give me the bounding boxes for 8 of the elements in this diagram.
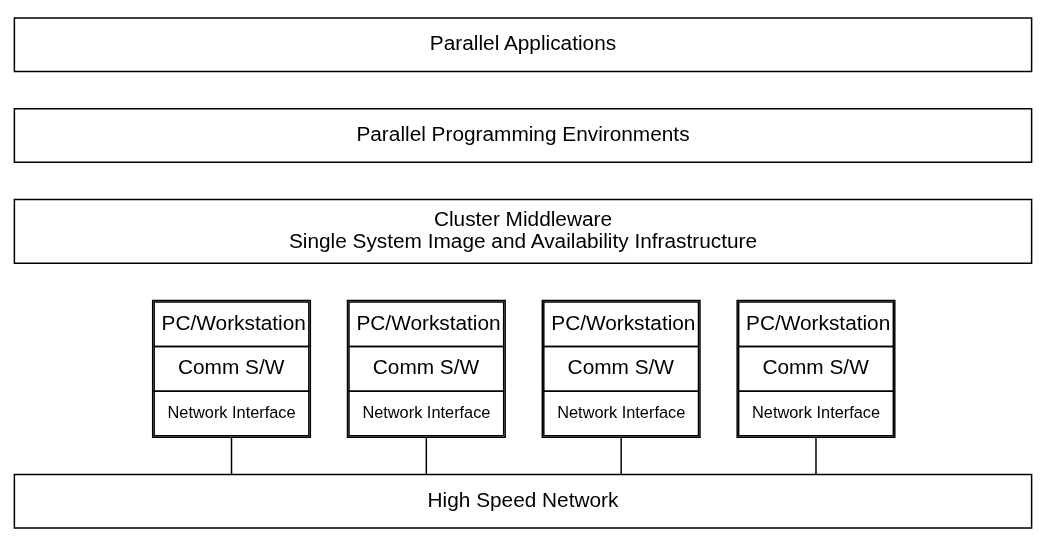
node-box: Cluster Middleware Single System Image and Availability Infrastructure (13, 198, 1033, 265)
connector (425, 436, 428, 476)
node-box: High Speed Network (13, 473, 1033, 529)
connector (815, 436, 817, 476)
connector (620, 436, 622, 476)
node-box: Parallel Applications (13, 17, 1033, 73)
connector (230, 436, 233, 476)
node-box: Parallel Programming Environments (13, 107, 1033, 163)
